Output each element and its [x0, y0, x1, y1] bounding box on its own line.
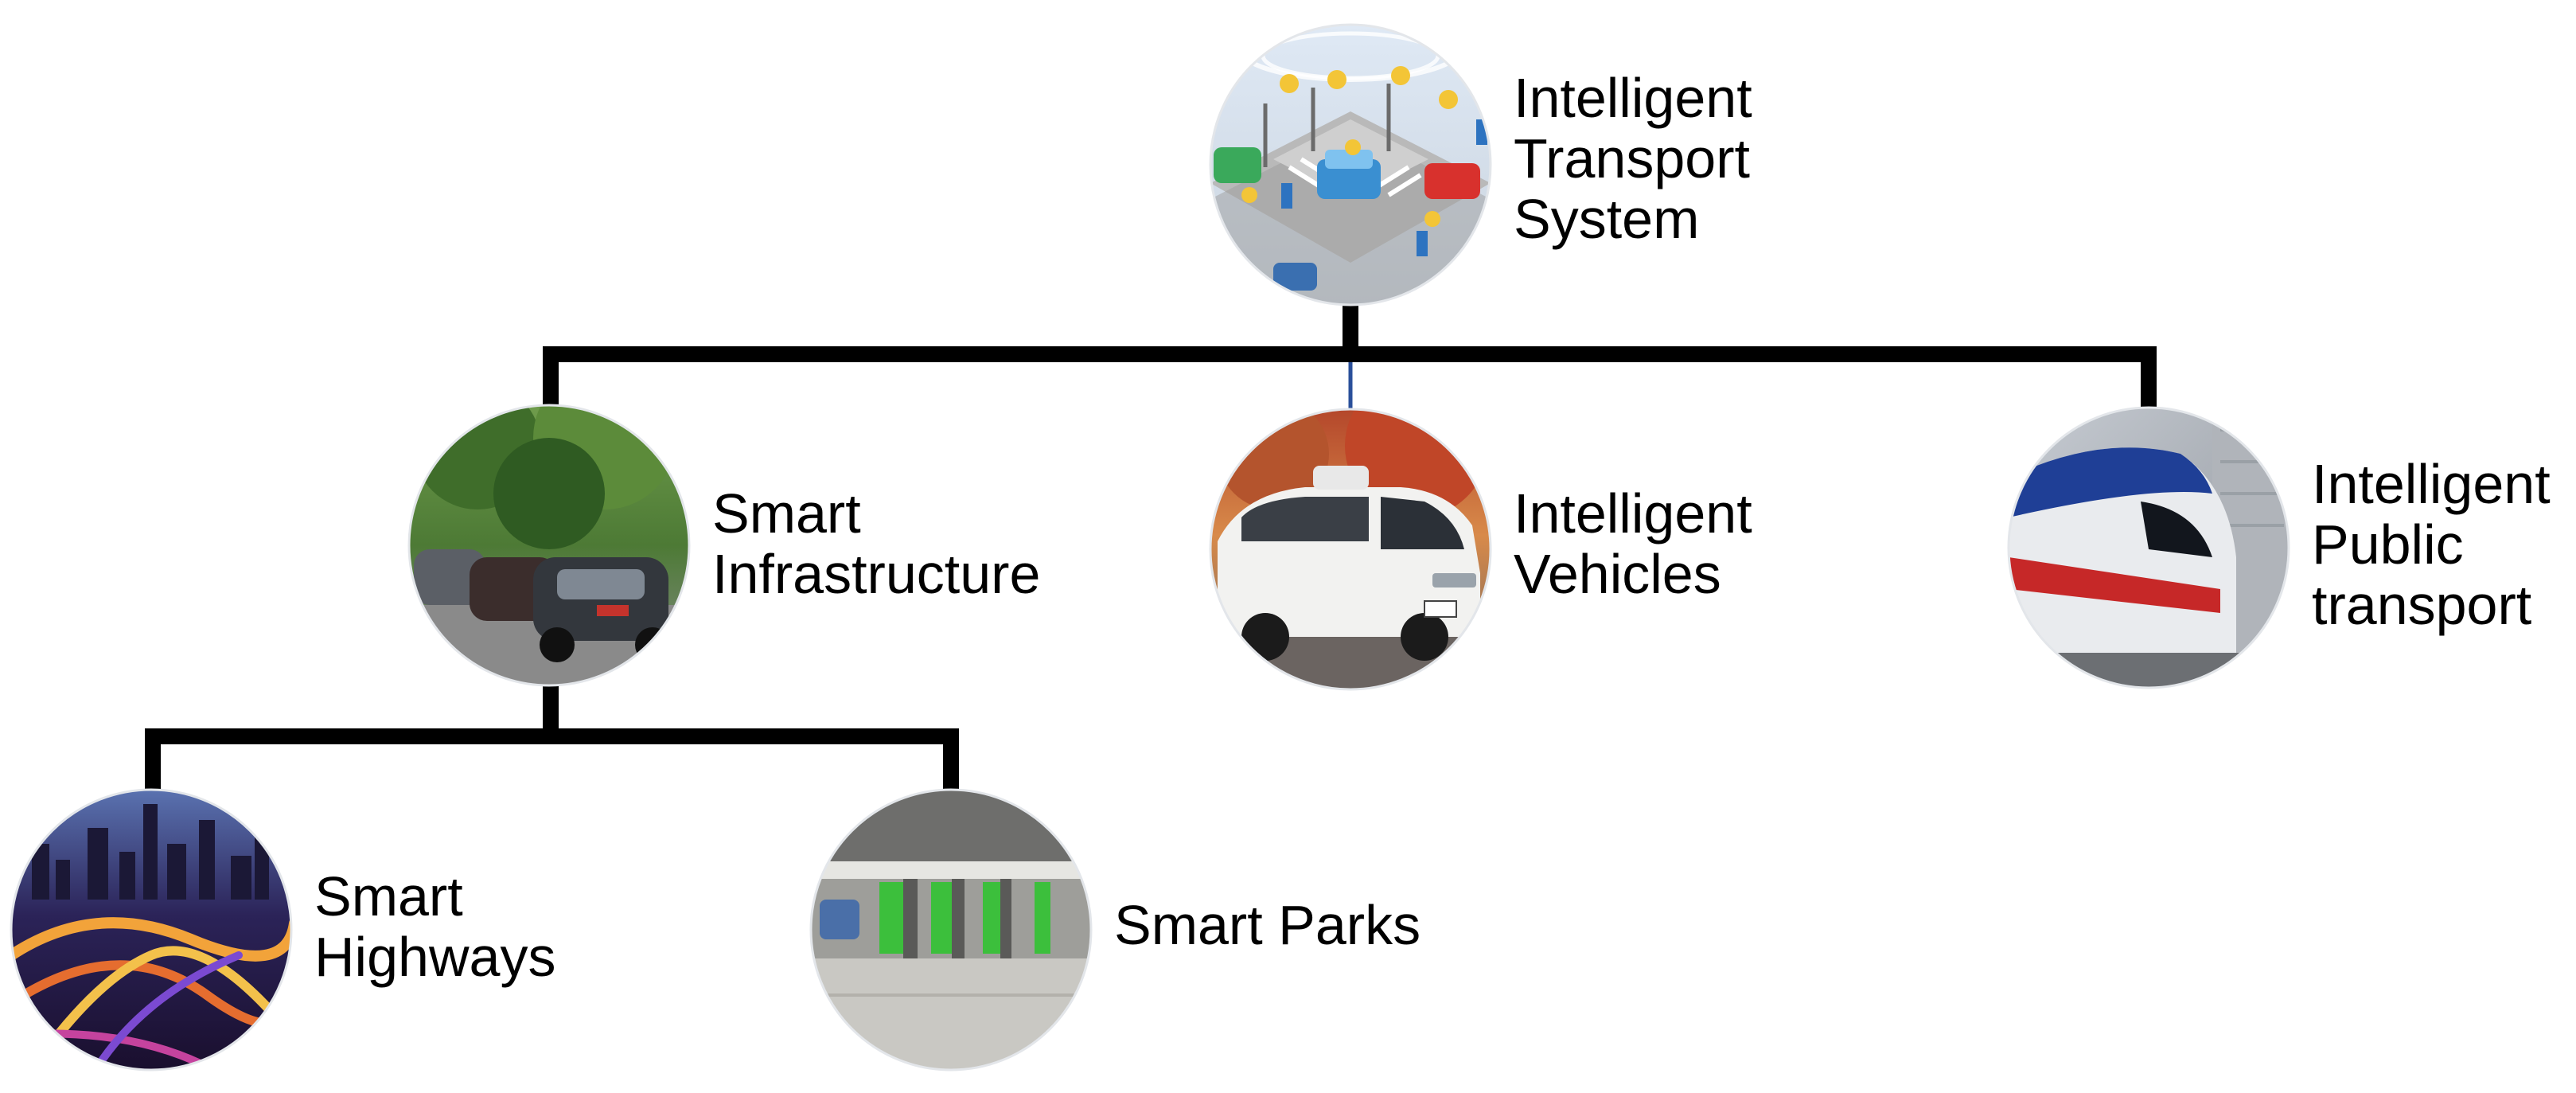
node-root-image	[1210, 25, 1491, 305]
node-root-label-line: System	[1514, 188, 1700, 250]
node-highways-label-line: Smart	[314, 865, 463, 927]
node-public-label-line: transport	[2312, 574, 2532, 636]
node-parks-label: Smart Parks	[1114, 895, 1421, 955]
node-infra-label: Smart Infrastructure	[712, 483, 1040, 604]
node-highways-label-line: Highways	[314, 926, 556, 988]
node-public-label-line: Intelligent	[2312, 453, 2551, 515]
node-rims	[10, 23, 2290, 1072]
node-root-label-line: Intelligent	[1514, 67, 1752, 129]
node-vehicles-label-line: Vehicles	[1514, 543, 1721, 605]
node-public-image	[2009, 408, 2289, 688]
node-vehicles-image	[1210, 409, 1491, 689]
node-vehicles-label: Intelligent Vehicles	[1514, 483, 1752, 604]
node-parks-image	[811, 790, 1091, 1070]
connectors	[145, 305, 2157, 790]
node-infra-label-line: Infrastructure	[712, 543, 1041, 605]
node-infra-image	[409, 405, 689, 685]
node-vehicles-label-line: Intelligent	[1514, 482, 1752, 545]
node-parks-label-line: Smart Parks	[1114, 894, 1421, 956]
node-infra-label-line: Smart	[712, 482, 861, 545]
node-root-label: Intelligent Transport System	[1514, 68, 1752, 249]
node-public-label: Intelligent Public transport	[2312, 454, 2551, 635]
node-public-label-line: Public	[2312, 513, 2464, 576]
node-highways-label: Smart Highways	[314, 866, 555, 987]
node-root-label-line: Transport	[1514, 127, 1750, 189]
